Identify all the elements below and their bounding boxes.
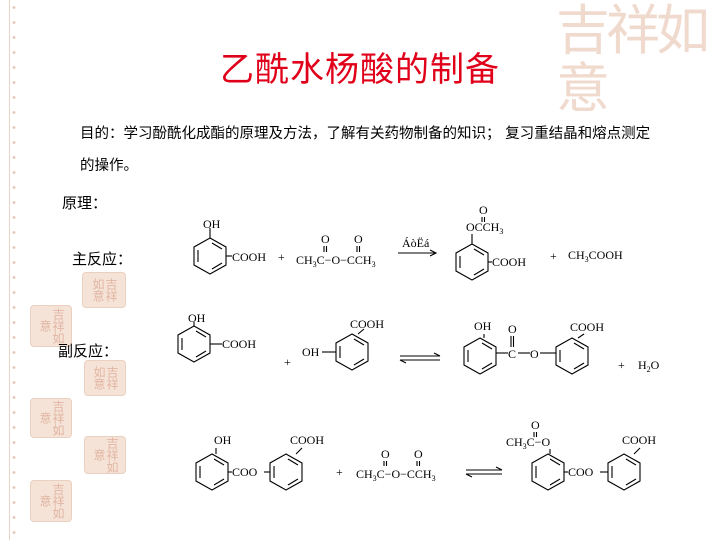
main-reaction-label: 主反应： <box>72 250 133 268</box>
carbonyl-o: O <box>531 418 540 432</box>
acetic-anhydride-structure: O O CH3C−O−CCH3 <box>356 447 436 483</box>
seal-stamp: 吉祥如意 <box>30 305 72 347</box>
methyl-label: CH3C−O−CCH3 <box>296 253 376 269</box>
hydroxyl-label: OH <box>302 345 320 359</box>
hydroxyl-label: OH <box>188 311 206 325</box>
acetic-acid-label: CH3COOH <box>568 248 623 264</box>
acetoxy-label: OCCH3 <box>466 220 503 236</box>
reaction-arrow: ÁòËá <box>398 236 438 257</box>
ester-label: COO <box>568 465 594 479</box>
salsalate-structure: OH COO COOH <box>195 433 324 491</box>
aspirin-structure: O OCCH3 COOH <box>455 203 526 281</box>
seal-stamp: 吉祥如意 <box>82 272 126 308</box>
carboxyl-label: COOH <box>222 337 256 351</box>
acetylsalsalate-structure: O CH3C−O COO COOH <box>506 418 656 491</box>
ester-carbon-label: C <box>508 347 516 361</box>
slide-title: 乙酰水杨酸的制备 <box>220 50 500 90</box>
acetic-anhydride-structure: O O CH3C−O−CCH3 <box>296 232 376 269</box>
carbonyl-o: O <box>321 232 330 246</box>
principle-label: 原理： <box>62 194 108 212</box>
hydroxyl-label: OH <box>474 319 492 333</box>
plus-sign: + <box>278 250 285 264</box>
carboxyl-label: COOH <box>290 433 324 447</box>
carbonyl-o: O <box>354 232 363 246</box>
plus-sign: + <box>336 465 343 479</box>
plus-sign: + <box>550 249 557 263</box>
carbonyl-o: O <box>381 447 390 461</box>
carboxyl-label: COOH <box>622 433 656 447</box>
salicylic-acid-structure: OH COOH <box>193 217 266 275</box>
plus-sign: + <box>618 358 625 372</box>
equilibrium-arrow <box>465 466 503 478</box>
reaction-condition-label: ÁòËá <box>402 236 430 250</box>
carbonyl-o: O <box>414 447 423 461</box>
water-label: H2O <box>638 358 660 374</box>
carboxyl-label: COOH <box>232 250 266 264</box>
plus-sign: + <box>284 355 291 369</box>
ester-oxygen-label: O <box>530 347 539 361</box>
equilibrium-arrow <box>399 352 441 364</box>
carboxyl-label: COOH <box>570 320 604 334</box>
hydroxyl-label: OH <box>214 433 232 447</box>
salicylic-acid-structure: OH COOH <box>177 311 256 363</box>
carboxyl-label: COOH <box>492 255 526 269</box>
hydroxyl-label: OH <box>203 217 221 231</box>
ester-label: COO <box>232 465 258 479</box>
seal-stamp: 吉祥如意 <box>84 360 126 396</box>
seal-stamp: 吉祥如意 <box>84 436 126 474</box>
carbonyl-o: O <box>508 322 517 336</box>
seal-stamp: 吉祥如意 <box>30 398 72 438</box>
acetyl-label: CH3C−O <box>506 435 550 451</box>
left-decorative-border <box>0 0 28 540</box>
corner-calligraphy-watermark: 吉祥如意 <box>556 0 710 120</box>
carboxyl-label: COOH <box>350 317 384 331</box>
side-reaction-label: 副反应： <box>58 342 119 360</box>
salsalate-structure: OH O C O COOH <box>463 319 604 375</box>
carbonyl-o: O <box>479 203 488 217</box>
methyl-label: CH3C−O−CCH3 <box>356 467 436 483</box>
purpose-text: 目的：学习酚酰化成酯的原理及方法，了解有关药物制备的知识； 复习重结晶和熔点测定… <box>80 126 651 174</box>
seal-stamp: 吉祥如意 <box>30 480 72 522</box>
salicylic-acid-structure: OH COOH <box>302 317 384 371</box>
